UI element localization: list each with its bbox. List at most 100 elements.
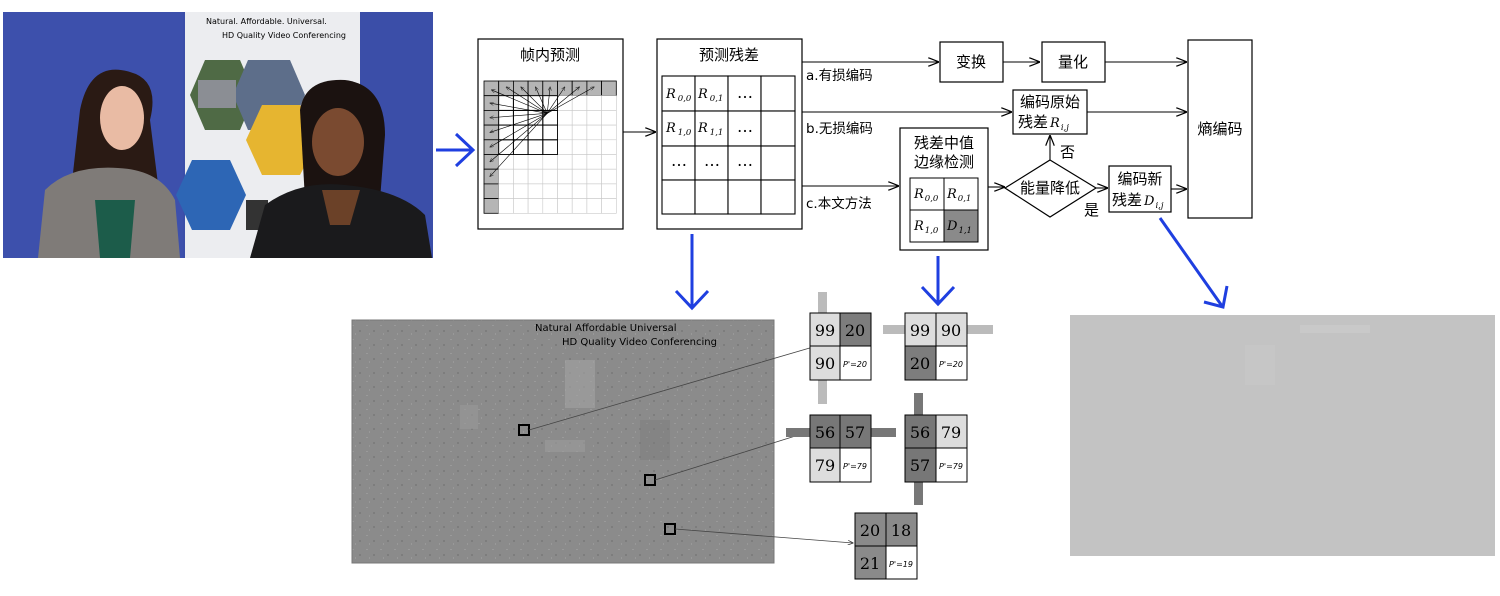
example-block-2-rotated: 56 79 57 P'=79 (904, 393, 968, 505)
matrix-cell (694, 179, 729, 215)
grid-cell (513, 95, 529, 111)
grid-cell (527, 154, 544, 170)
entropy-label: 熵编码 (1197, 120, 1242, 138)
intra-label: 帧内预测 (520, 46, 580, 64)
no-label: 否 (1060, 143, 1075, 161)
grid-cell (601, 139, 617, 155)
leader-line-1 (528, 345, 820, 431)
grid-cell (571, 168, 588, 185)
grid-cell (571, 139, 588, 155)
grid-cell (571, 110, 588, 126)
reference-pixel (557, 80, 573, 97)
cell-dots-2: … (737, 117, 753, 136)
grid-cell (586, 168, 602, 185)
grid-cell (542, 198, 558, 214)
new-label-1: 编码新 (1117, 170, 1162, 188)
grid-cell (601, 168, 617, 185)
grid-cell (498, 168, 514, 185)
path-c-label: c.本文方法 (806, 196, 872, 212)
matrix-cell (760, 75, 796, 112)
med-d11: D1,1 (946, 219, 972, 236)
matrix-cell (661, 110, 696, 147)
grid-cell (498, 154, 514, 170)
grid-cell (571, 124, 588, 141)
grid-cell (557, 183, 573, 199)
grid-cell (527, 198, 544, 214)
prediction-direction (490, 113, 548, 176)
grid-cell (513, 124, 529, 141)
grid-cell (542, 168, 558, 185)
matrix-cell (727, 145, 762, 181)
blue-arrow-input (436, 132, 476, 168)
grid-cell (527, 183, 544, 199)
matrix-cell (661, 179, 696, 215)
grid-cell (542, 154, 558, 170)
reference-pixel (483, 183, 500, 199)
reference-pixel (527, 80, 544, 97)
grid-cell (557, 139, 573, 155)
grid-cell (601, 110, 617, 126)
pred-residual-label: 预测残差 (699, 46, 759, 64)
quantize-block: 量化 (1041, 41, 1106, 83)
ex1-p: P'=20 (843, 360, 867, 369)
cell-dots-4: … (704, 151, 720, 170)
reference-pixel (483, 139, 500, 155)
path-a-label: a.有损编码 (806, 68, 873, 84)
ex2r-p: P'=79 (939, 462, 963, 471)
grid-cell (513, 198, 529, 214)
residual-text-2: HD Quality Video Conferencing (562, 337, 717, 348)
ex1-b: 20 (845, 321, 865, 340)
yes-label: 是 (1084, 201, 1099, 219)
ex1-a: 99 (815, 321, 835, 340)
grid-cell (498, 183, 514, 199)
ex3-c: 21 (860, 554, 880, 573)
ex2r-a: 56 (910, 423, 930, 442)
grid-cell (557, 154, 573, 170)
ex1r-p: P'=20 (939, 360, 963, 369)
grid-cell (601, 183, 617, 199)
med-r01: R0,1 (946, 187, 971, 204)
grid-cell (586, 139, 602, 155)
prediction-direction (547, 87, 594, 114)
grid-cell (557, 110, 573, 126)
prediction-direction (490, 113, 548, 162)
quantize-label: 量化 (1058, 53, 1088, 71)
ex2-p: P'=79 (843, 462, 867, 471)
grid-cell (557, 124, 573, 141)
grid-cell (557, 168, 573, 185)
entropy-coding-block: 熵编码 (1187, 39, 1253, 219)
matrix-cell (760, 179, 796, 215)
ex3-a: 20 (860, 521, 880, 540)
cell-dots-5: … (737, 151, 753, 170)
ex1r-c: 20 (910, 354, 930, 373)
median-label-2: 边缘检测 (914, 153, 974, 171)
prediction-direction (506, 87, 548, 114)
grid-cell (527, 168, 544, 185)
residual-matrix (661, 75, 796, 215)
new-residual-image (1070, 315, 1495, 556)
banner-line1: Natural. Affordable. Universal. (206, 17, 327, 26)
example-block-2: 56 57 79 P'=79 (786, 414, 896, 483)
reference-pixel (498, 80, 514, 97)
grid-cell (513, 183, 529, 199)
reference-pixel (513, 80, 529, 97)
grid-cell (586, 154, 602, 170)
ex2r-c: 57 (910, 456, 930, 475)
prediction-direction (547, 87, 579, 114)
energy-label: 能量降低 (1020, 179, 1080, 197)
reference-pixel (483, 168, 500, 185)
grid-cell (542, 139, 558, 155)
grid-cell (586, 95, 602, 111)
ex2-b: 57 (845, 423, 865, 442)
blue-arrow-result-down (1158, 217, 1229, 309)
grid-cell (557, 198, 573, 214)
grid-cell (586, 124, 602, 141)
leader-line-2 (654, 433, 805, 481)
reference-pixel (483, 124, 500, 141)
